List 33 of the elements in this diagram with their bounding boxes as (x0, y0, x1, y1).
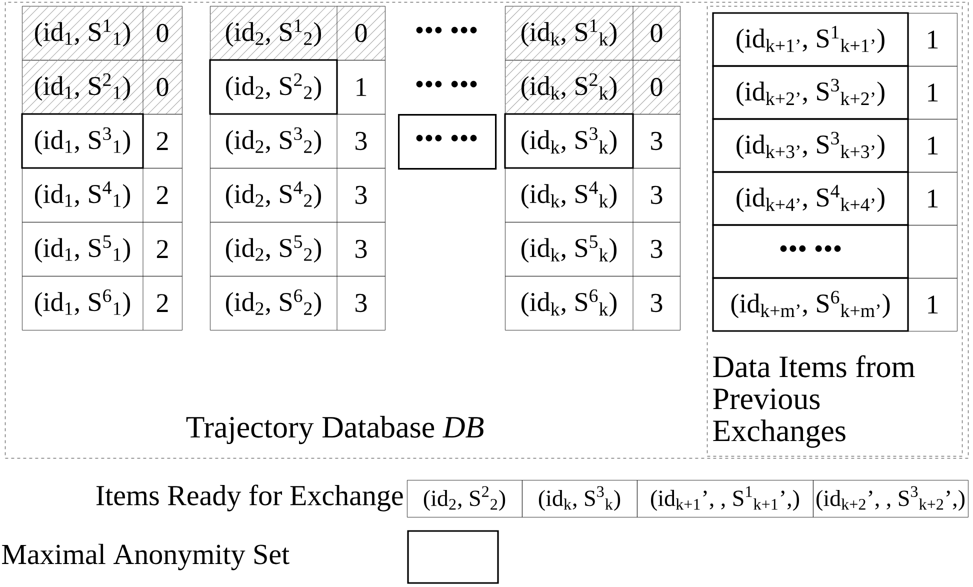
table-row: (id$_{1}$, S$^{6}$$_{1}$) 2 (22, 276, 182, 330)
row-label: Items Ready for Exchange (96, 484, 403, 512)
table-row: (id$_{k}$, S$^{3}$$_{k}$) 3 (504, 113, 680, 169)
hatched-table-row: (id$_{2}$, S$^{1}$$_{2}$) 0 (210, 6, 386, 60)
hatched-table-row: (id$_{k}$, S$^{2}$$_{k}$) 0 (505, 60, 680, 114)
hatched-table-row: (id$_{1}$, S$^{1}$$_{1}$) 0 (22, 6, 182, 60)
table-row: (id$_{1}$, S$^{4}$$_{1}$) 2 (22, 168, 182, 222)
table-row: (id$_{2}$, S$^{3}$$_{2}$) 3 (210, 114, 386, 168)
table-row: (id$_{2}$, S$^{6}$$_{2}$) 3 (210, 276, 386, 330)
ellipsis: ••• ••• (416, 26, 477, 34)
ellipsis: ••• ••• (398, 114, 497, 170)
table-row: (id$_{k+m’}$, S$^{6}$$_{k+m’}$) 1 (712, 277, 958, 332)
table-row: (id$_{k}$, S$^{5}$$_{k}$) 3 (505, 222, 680, 276)
legend-text: Maximal Anonymity Set (2, 544, 290, 570)
table-row: (id$_{k+4’}$, S$^{4}$$_{k+4’}$) 1 (712, 171, 958, 226)
table-row: (id$_{k+2’}$, S$^{3}$$_{k+2’}$) 1 (712, 65, 958, 120)
table-row: (id$_{1}$, S$^{5}$$_{1}$) 2 (22, 222, 182, 276)
table-cell: (id$_{k+2}$’, , S$^{3}$$_{k+2}$’,) (813, 480, 968, 518)
table-row: ••• ••• (712, 224, 958, 279)
table-row: (id$_{k}$, S$^{4}$$_{k}$) 3 (505, 168, 680, 222)
table-row: (id$_{2}$, S$^{2}$$_{2}$) 1 (209, 59, 386, 115)
table-cell: (id$_{k}$, S$^{3}$$_{k}$) (522, 480, 638, 518)
table-row: (id$_{2}$, S$^{5}$$_{2}$) 3 (210, 222, 386, 276)
table-row: (id$_{k}$, S$^{6}$$_{k}$) 3 (505, 276, 680, 330)
table-cell: (id$_{k+1}$’, , S$^{1}$$_{k+1}$’,) (637, 480, 814, 518)
table-row: (id$_{2}$, S$^{4}$$_{2}$) 3 (210, 168, 386, 222)
table-cell: (id$_{2}$, S$^{2}$$_{2}$) (407, 480, 522, 518)
table-row: (id$_{k+3’}$, S$^{3}$$_{k+3’}$) 1 (712, 118, 958, 173)
hatched-table-row: (id$_{k}$, S$^{1}$$_{k}$) 0 (505, 6, 680, 60)
table-row: (id$_{1}$, S$^{3}$$_{1}$) 2 (21, 113, 182, 169)
table-row: (id$_{k+1’}$, S$^{1}$$_{k+1’}$) 1 (712, 12, 958, 67)
ellipsis: ••• ••• (416, 80, 477, 88)
hatched-table-row: (id$_{1}$, S$^{2}$$_{1}$) 0 (22, 60, 182, 114)
